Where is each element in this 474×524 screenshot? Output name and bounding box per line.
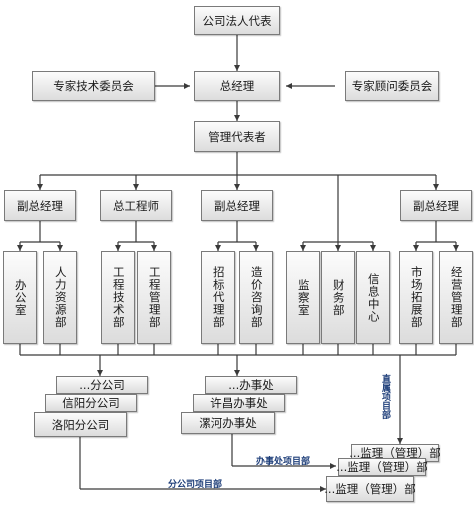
dept-cost-box: 造价咨询部 (239, 251, 273, 344)
dept-cost-label: 造价咨询部 (249, 266, 264, 329)
dept-office-box: 办公室 (3, 251, 37, 344)
legal-representative-box: 公司法人代表 (194, 6, 280, 35)
dept-info-box: 信息中心 (356, 251, 390, 344)
vice-gm-right-box: 副总经理 (400, 190, 472, 221)
vice-gm-left-box: 副总经理 (4, 190, 76, 221)
management-representative-box: 管理代表者 (194, 121, 280, 152)
dept-bidding-label: 招标代理部 (211, 266, 226, 329)
office-box: ...办事处 (205, 376, 297, 394)
dept-office-label: 办公室 (13, 278, 28, 317)
dept-finance-label: 财务部 (331, 278, 346, 317)
dept-finance-box: 财务部 (321, 251, 355, 344)
dept-market-label: 市场拓展部 (409, 266, 424, 329)
dept-hr-box: 人力资源部 (43, 251, 77, 344)
office-box: 许昌办事处 (193, 394, 285, 412)
dept-eng-mgmt-label: 工程管理部 (147, 266, 162, 329)
chief-engineer-box: 总工程师 (100, 190, 172, 221)
branch-box: 洛阳分公司 (34, 412, 127, 437)
advisor-committee-box: 专家顾问委员会 (345, 71, 439, 101)
branch-projects-label: 分公司项目部 (168, 480, 223, 490)
dept-hr-label: 人力资源部 (53, 266, 68, 329)
branch-box: 信阳分公司 (45, 394, 137, 412)
dept-operations-box: 经营管理部 (439, 251, 473, 344)
office-projects-label: 办事处项目部 (256, 457, 311, 467)
dept-supervision-label: 监察室 (296, 278, 311, 317)
project-dept-box: ...监理（管理）部 (324, 476, 416, 502)
dept-tech-label: 工程技术部 (111, 266, 126, 329)
dept-bidding-box: 招标代理部 (201, 251, 235, 344)
dept-info-label: 信息中心 (366, 272, 381, 323)
dept-eng-mgmt-box: 工程管理部 (137, 251, 171, 344)
general-manager-box: 总经理 (194, 71, 280, 101)
dept-tech-box: 工程技术部 (101, 251, 135, 344)
dept-market-box: 市场拓展部 (399, 251, 433, 344)
vice-gm-mid-box: 副总经理 (201, 190, 273, 221)
dept-operations-label: 经营管理部 (449, 266, 464, 329)
tech-committee-box: 专家技术委员会 (32, 71, 155, 101)
branch-box: ...分公司 (56, 376, 148, 394)
project-dept-box: ...监理（管理）部 (336, 458, 428, 476)
direct-projects-label: 直属项目部 (380, 374, 390, 419)
dept-supervision-box: 监察室 (286, 251, 320, 344)
office-box: 漯河办事处 (181, 412, 275, 434)
